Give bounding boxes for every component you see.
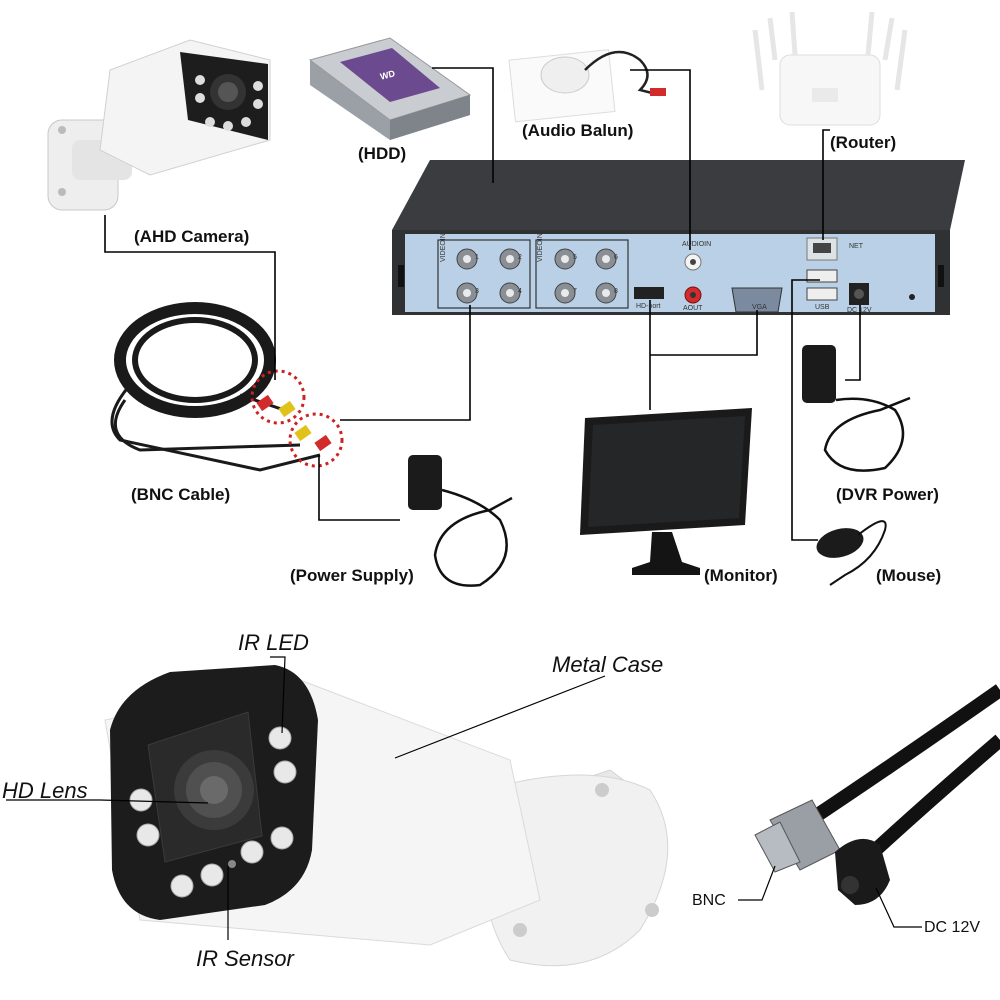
audio-balun-image	[508, 49, 666, 123]
net-label: NET	[849, 243, 863, 250]
dvr-power-label: (DVR Power)	[836, 485, 939, 504]
audio-out-label: AOUT	[683, 305, 703, 312]
channel-7-label: 7	[573, 288, 577, 295]
ahd-camera-image	[47, 39, 271, 211]
channel-5-label: 5	[573, 254, 577, 261]
usb-label: USB	[815, 304, 830, 311]
power-supply-image	[408, 455, 513, 587]
channel-2-label: 2	[518, 254, 522, 261]
monitor-image	[580, 408, 752, 575]
channel-4-label: 4	[518, 288, 522, 295]
metal-case-callout: Metal Case	[552, 652, 664, 677]
mouse-image	[816, 520, 887, 586]
callout-lines	[6, 656, 922, 940]
dvr-power-adapter-image	[802, 345, 911, 472]
bnc-connectors	[256, 394, 332, 452]
bnc-cable-label: (BNC Cable)	[131, 485, 231, 504]
ahd-camera-label: (AHD Camera)	[134, 227, 250, 246]
channel-3-label: 3	[475, 288, 479, 295]
bullet-camera-closeup	[104, 665, 669, 967]
bnc-callout: BNC	[692, 892, 726, 909]
ir-led-callout: IR LED	[238, 630, 309, 655]
dvr-recorder	[392, 160, 965, 315]
mouse-label: (Mouse)	[876, 566, 942, 585]
dc-12v-callout: DC 12V	[924, 919, 981, 936]
router-label: (Router)	[830, 133, 897, 152]
channel-1-label: 1	[475, 254, 479, 261]
video-in-left-label: VIDEOIN	[440, 233, 447, 262]
router-image	[752, 11, 908, 126]
connection-lines	[104, 67, 861, 541]
ir-sensor-callout: IR Sensor	[196, 946, 294, 971]
video-in-right-label: VIDEOIN	[537, 233, 544, 262]
vga-label: VGA	[752, 304, 767, 311]
audio-in-label: AUDIOIN	[682, 241, 712, 248]
hdd-label: (HDD)	[358, 144, 407, 163]
monitor-label: (Monitor)	[704, 566, 778, 585]
dotted-circle-power	[288, 412, 344, 468]
dotted-circle-camera	[250, 369, 306, 425]
hd-port-label: HD-port	[636, 303, 661, 310]
power-supply-label: (Power Supply)	[290, 566, 414, 585]
channel-6-label: 6	[614, 254, 618, 261]
bnc-cable-image	[110, 302, 321, 472]
hd-lens-callout: HD Lens	[2, 778, 88, 803]
cable-closeup	[754, 684, 1000, 905]
channel-8-label: 8	[614, 288, 618, 295]
hdd-image	[308, 37, 472, 140]
dc-label: DC 12V	[847, 307, 872, 314]
audio-balun-label: (Audio Balun)	[522, 121, 634, 140]
